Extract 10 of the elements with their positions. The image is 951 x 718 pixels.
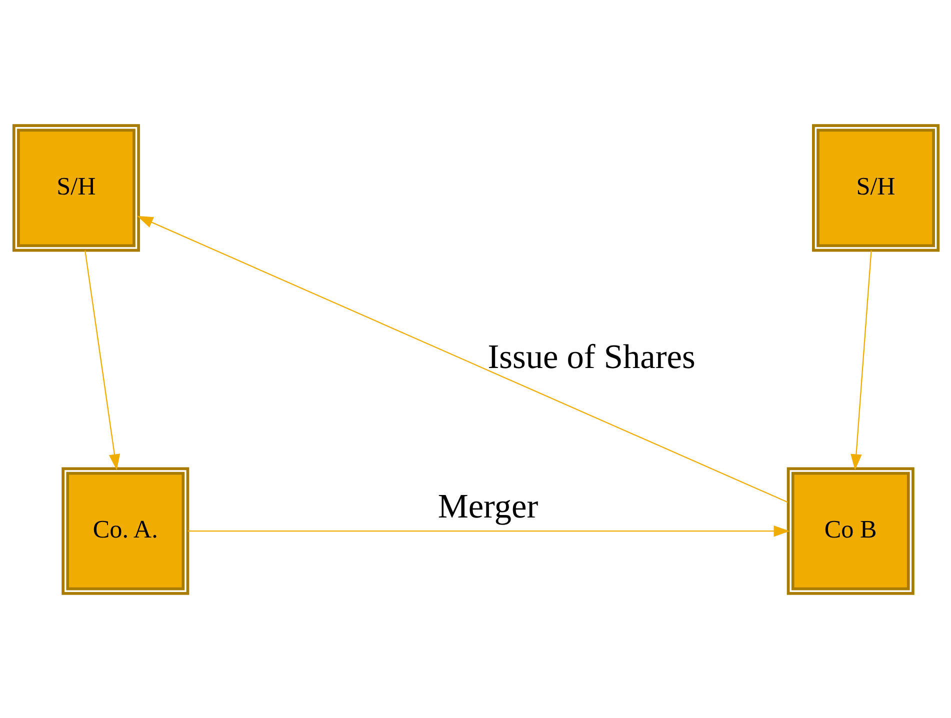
node-box: S/H (12, 124, 140, 252)
arrow (850, 250, 872, 470)
edge-label: Merger (437, 486, 538, 525)
arrow (136, 215, 788, 502)
edge-label: Issue of Shares (487, 338, 695, 376)
node-box: S/H (812, 124, 940, 252)
arrow (84, 250, 120, 470)
arrow (187, 524, 790, 536)
node-box: Co. A. (61, 466, 189, 594)
node-box: Co B (786, 466, 914, 594)
